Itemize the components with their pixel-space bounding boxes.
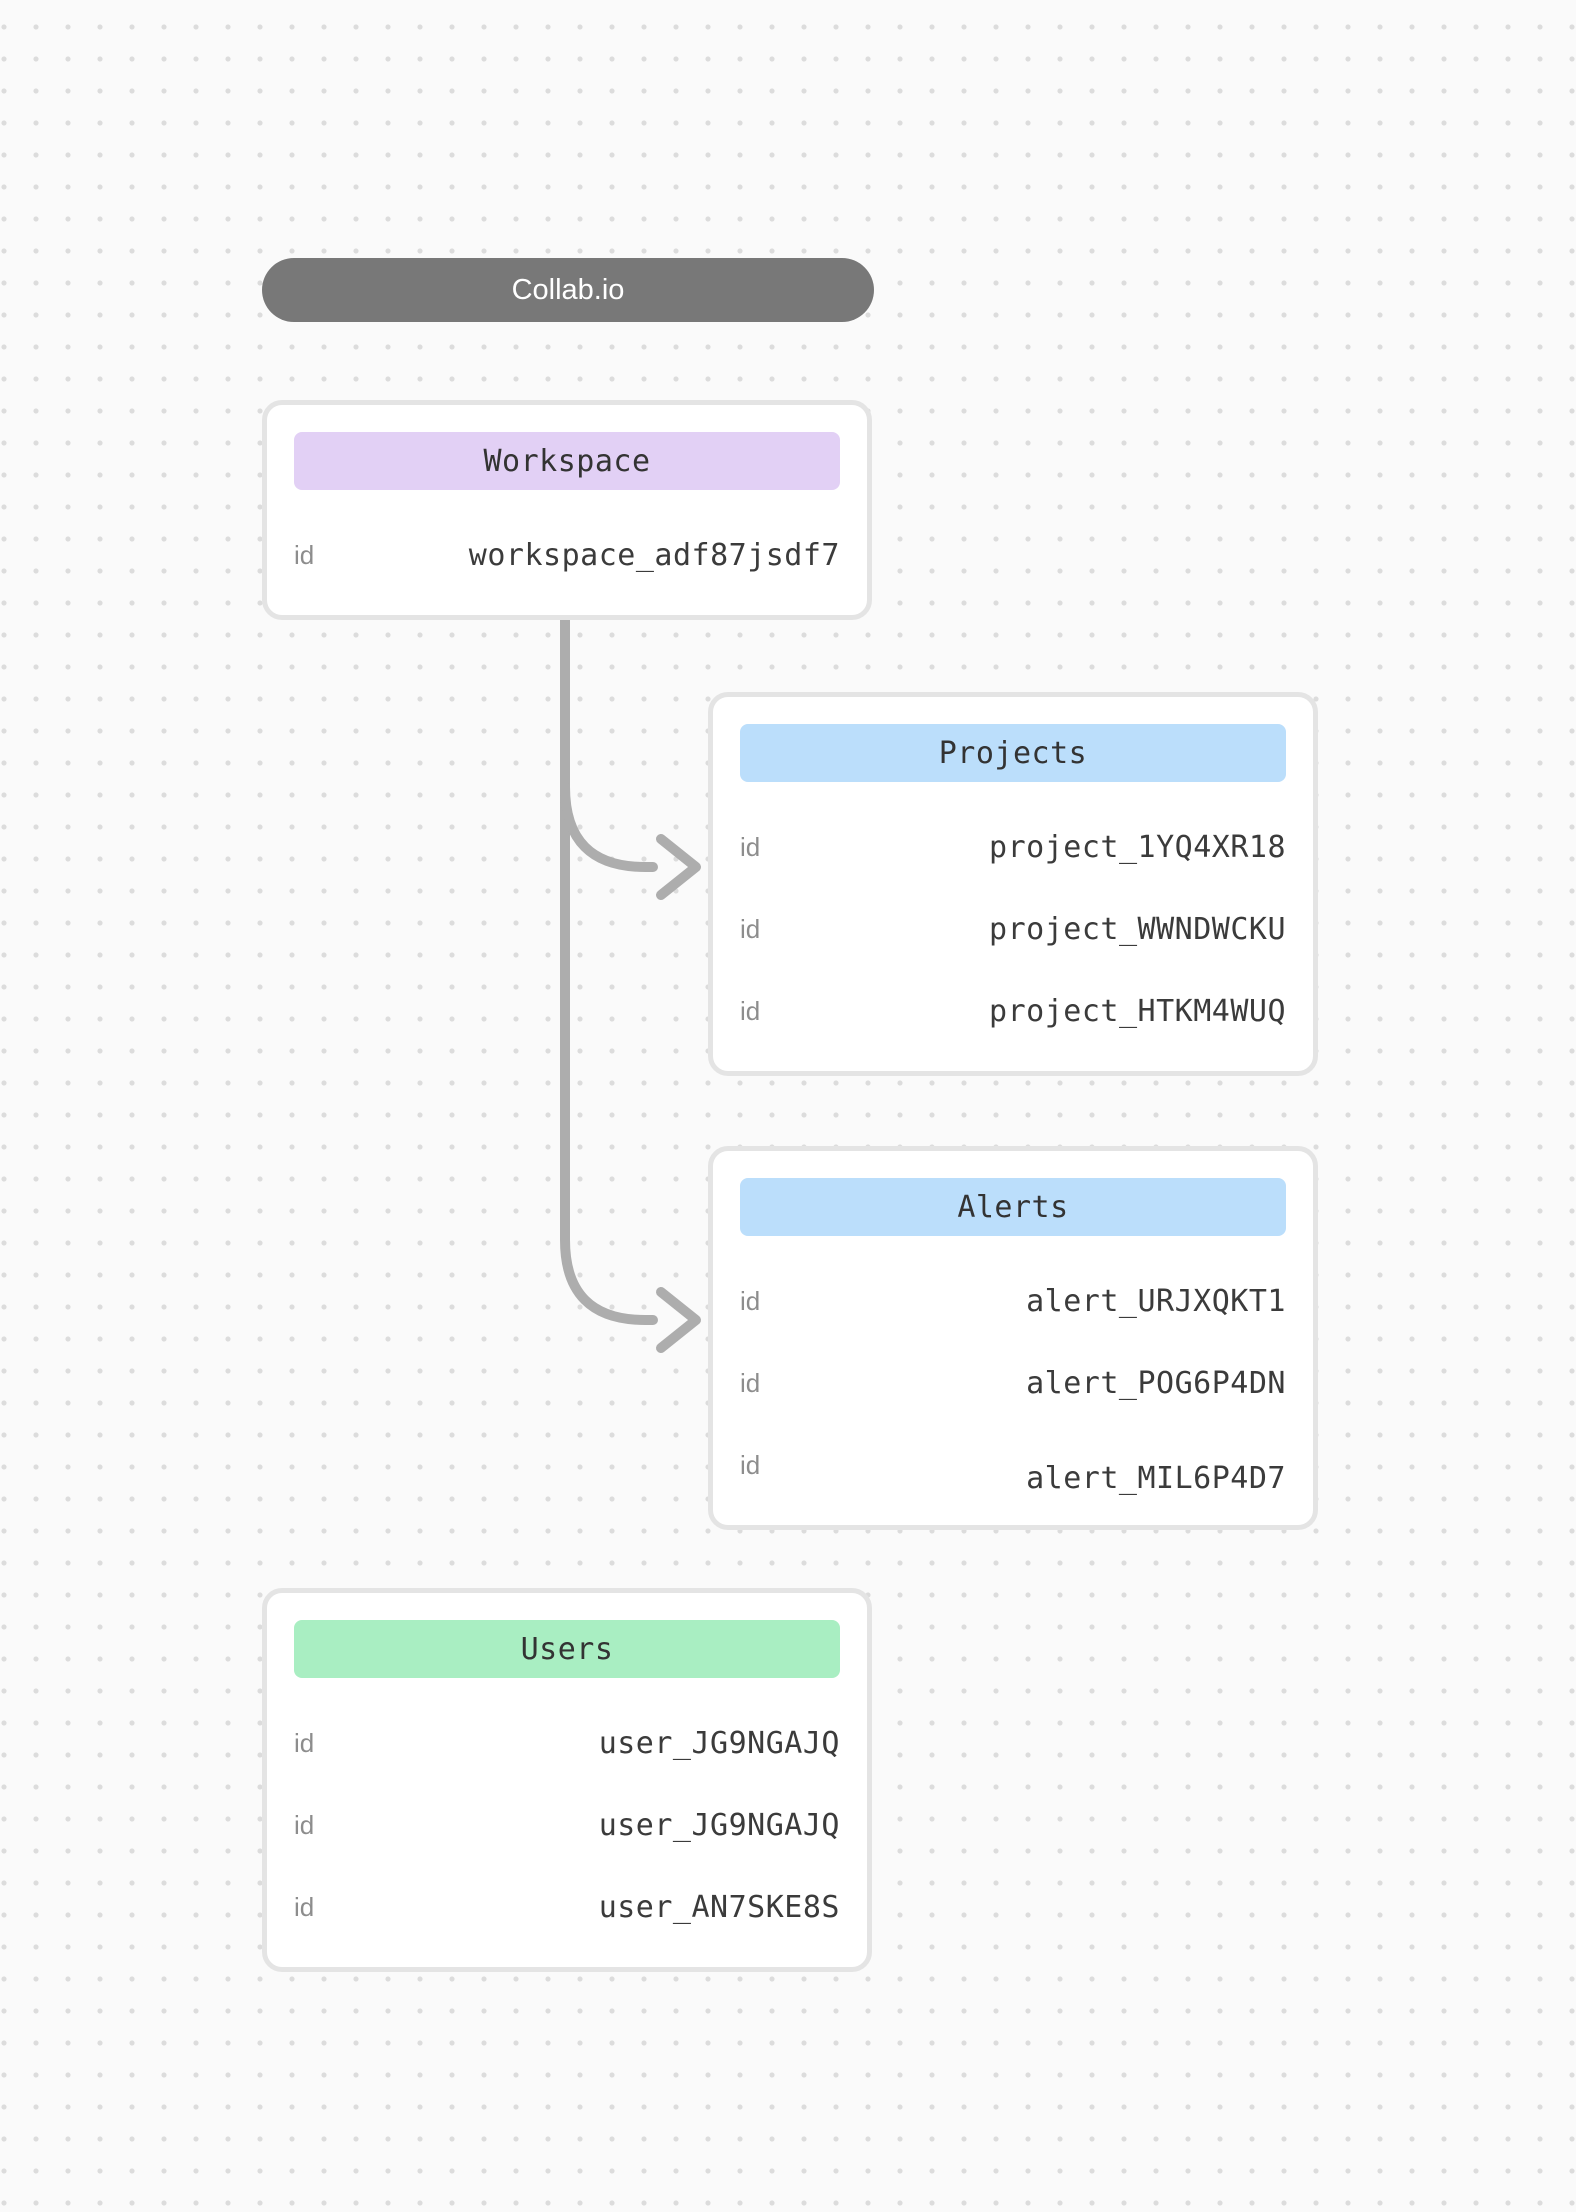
row-label: id: [740, 1449, 761, 1480]
entity-rows: id alert_URJXQKT1 id alert_POG6P4DN id a…: [740, 1260, 1286, 1506]
entity-rows: id project_1YQ4XR18 id project_WWNDWCKU …: [740, 806, 1286, 1052]
diagram-title-pill[interactable]: Collab.io: [262, 258, 874, 322]
table-row: id alert_URJXQKT1: [740, 1260, 1286, 1342]
entity-rows: id user_JG9NGAJQ id user_JG9NGAJQ id use…: [294, 1702, 840, 1948]
table-row: id user_JG9NGAJQ: [294, 1702, 840, 1784]
table-row: id alert_MIL6P4D7: [740, 1424, 1286, 1506]
row-value: alert_POG6P4DN: [1026, 1365, 1286, 1401]
table-row: id user_AN7SKE8S: [294, 1866, 840, 1948]
row-value: user_JG9NGAJQ: [598, 1807, 840, 1843]
table-row: id project_HTKM4WUQ: [740, 970, 1286, 1052]
table-row: id project_1YQ4XR18: [740, 806, 1286, 888]
entity-header-users: Users: [294, 1620, 840, 1678]
row-label: id: [294, 1727, 315, 1758]
row-value: user_JG9NGAJQ: [598, 1725, 840, 1761]
row-label: id: [740, 1367, 761, 1398]
entity-title: Users: [520, 1631, 614, 1667]
arrowhead-projects-icon: [656, 834, 701, 900]
row-value: alert_URJXQKT1: [1026, 1283, 1286, 1319]
row-value: workspace_adf87jsdf7: [468, 537, 840, 573]
entity-header-alerts: Alerts: [740, 1178, 1286, 1236]
table-row: id project_WWNDWCKU: [740, 888, 1286, 970]
row-value: alert_MIL6P4D7: [1026, 1460, 1286, 1496]
table-row: id workspace_adf87jsdf7: [294, 514, 840, 596]
arrowhead-alerts-icon: [656, 1287, 701, 1353]
entity-title: Projects: [938, 735, 1088, 771]
entity-card-workspace[interactable]: Workspace id workspace_adf87jsdf7: [262, 400, 872, 620]
diagram-title: Collab.io: [511, 273, 625, 306]
entity-card-alerts[interactable]: Alerts id alert_URJXQKT1 id alert_POG6P4…: [708, 1146, 1318, 1530]
row-label: id: [740, 995, 761, 1026]
entity-header-workspace: Workspace: [294, 432, 840, 490]
entity-card-projects[interactable]: Projects id project_1YQ4XR18 id project_…: [708, 692, 1318, 1076]
row-label: id: [294, 539, 315, 570]
connector-workspace-projects: [560, 782, 658, 872]
row-label: id: [740, 831, 761, 862]
entity-card-users[interactable]: Users id user_JG9NGAJQ id user_JG9NGAJQ …: [262, 1588, 872, 1972]
row-value: user_AN7SKE8S: [598, 1889, 840, 1925]
row-label: id: [740, 913, 761, 944]
table-row: id user_JG9NGAJQ: [294, 1784, 840, 1866]
row-label: id: [294, 1809, 315, 1840]
row-value: project_1YQ4XR18: [989, 829, 1286, 865]
entity-title: Alerts: [957, 1189, 1069, 1225]
row-label: id: [740, 1285, 761, 1316]
connector-workspace-alerts: [560, 611, 658, 1325]
row-value: project_HTKM4WUQ: [989, 993, 1286, 1029]
entity-title: Workspace: [483, 443, 651, 479]
entity-rows: id workspace_adf87jsdf7: [294, 514, 840, 596]
entity-header-projects: Projects: [740, 724, 1286, 782]
row-value: project_WWNDWCKU: [989, 911, 1286, 947]
row-label: id: [294, 1891, 315, 1922]
table-row: id alert_POG6P4DN: [740, 1342, 1286, 1424]
